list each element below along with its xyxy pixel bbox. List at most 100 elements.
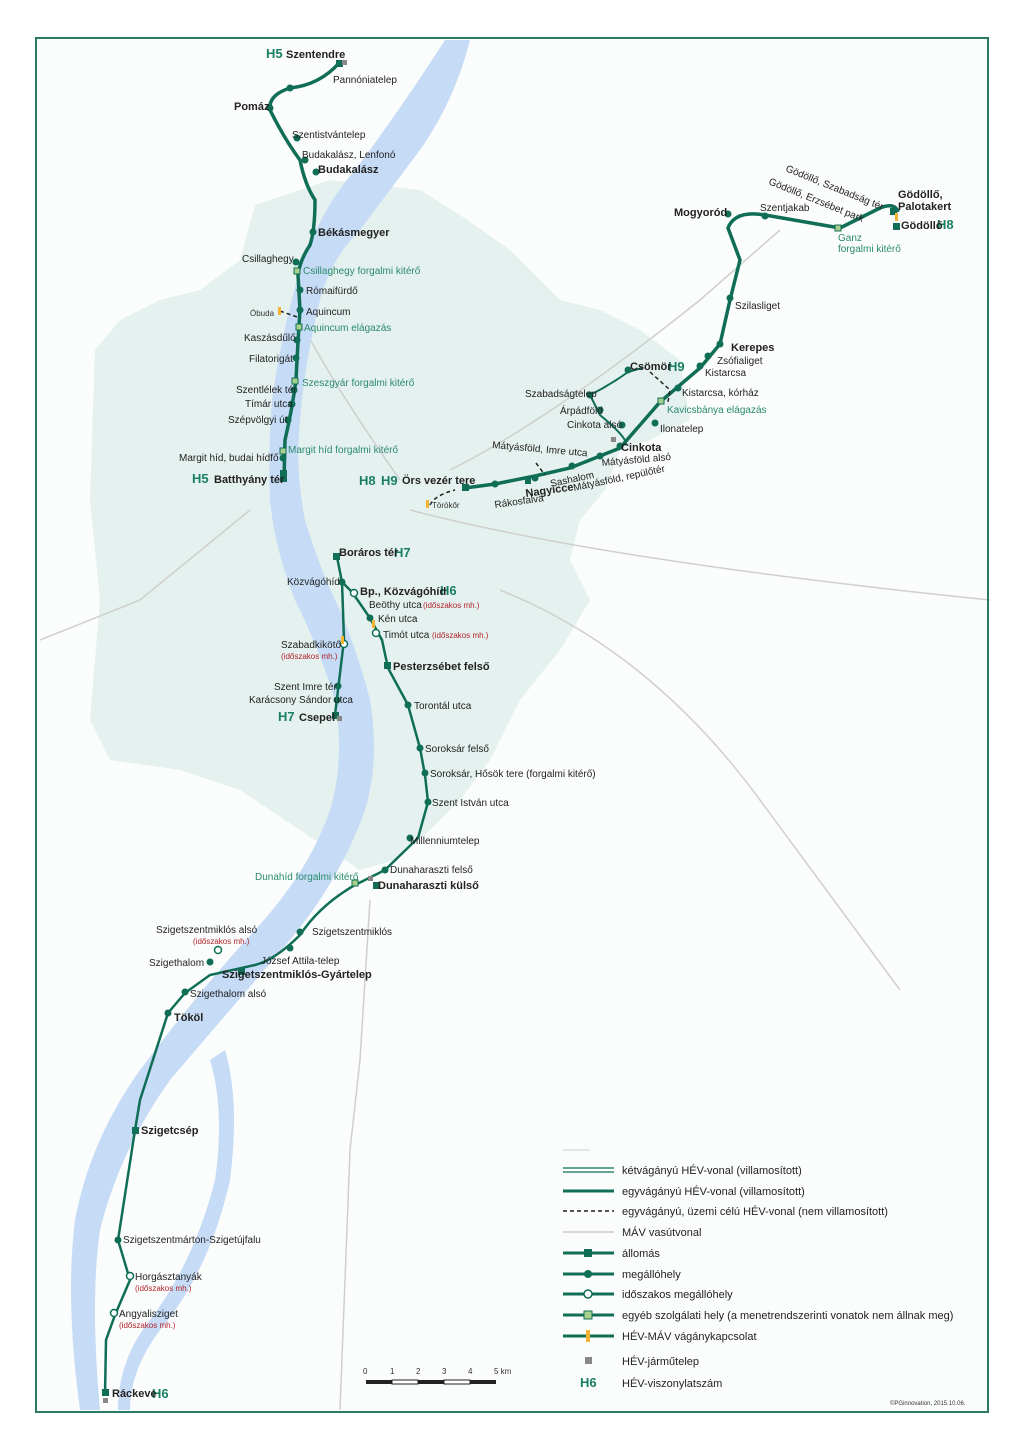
periodic-stop-markers [109,588,381,1318]
mav-connection-markers [278,213,898,644]
station-zsofialiget: Zsófialiget [717,356,763,367]
station-markers [102,60,900,1396]
station-kavicsbanya: Kavicsbánya elágazás [667,405,767,416]
station-tokol: Tököl [174,1012,203,1024]
line-code-h8-godollo: H8 [937,217,954,232]
legend-label-station: állomás [622,1248,660,1260]
station-szigetcsep: Szigetcsép [141,1125,199,1137]
legend-label-stop: megállóhely [622,1269,681,1281]
station-margit-hid: Margit híd, budai hídfő [179,453,279,464]
station-torontal: Torontál utca [414,701,472,712]
line-code-h8-ors: H8 [359,473,376,488]
scale-tick-1: 1 [390,1367,395,1376]
legend-label-service-point: egyéb szolgálati hely (a menetrendszerin… [622,1310,953,1322]
station-csepel: Csepel [299,712,335,724]
station-mogyorod: Mogyoród [674,207,727,219]
line-code-h5-top: H5 [266,46,283,61]
station-torokor: Törökőr [432,501,460,510]
station-pesterzsebet: Pesterzsébet felső [393,661,490,673]
station-horgasztanyak: Horgásztanyák [135,1272,203,1283]
depot-markers [103,60,616,1403]
station-szigetszentmiklos-also-note: (időszakos mh.) [193,937,250,946]
station-szigetszentmarton: Szigetszentmárton-Szigetújfalu [123,1235,261,1246]
station-aquincum-elagazas: Aquincum elágazás [304,323,391,334]
station-beothy-note: (időszakos mh.) [423,601,480,610]
station-jozsef-attila: József Attila-telep [261,956,340,967]
station-szigetszentmiklos-also: Szigetszentmiklós alsó [156,925,258,936]
station-szent-istvan: Szent István utca [432,798,509,809]
station-kistarcsa-korhaz: Kistarcsa, kórház [682,388,759,399]
legend-label-line-number: HÉV-viszonylatszám [622,1377,722,1390]
line-code-h6-rackeve: H6 [152,1386,169,1401]
station-ilonatelep: Ilonatelep [660,424,704,435]
station-cinkota: Cinkota [621,442,662,454]
station-boraros: Boráros tér [339,547,399,559]
station-romaifurdo: Rómaifürdő [306,286,358,297]
station-ganz-2: forgalmi kitérő [838,244,901,255]
station-szabadkikoto: Szabadkikötő [281,640,341,651]
station-bp-kozvagohid: Bp., Közvágóhíd [360,586,446,598]
station-millenniumtelep: Millenniumtelep [410,836,480,847]
station-pannoniatelep: Pannóniatelep [333,75,397,86]
legend-label-depot: HÉV-járműtelep [622,1355,699,1368]
budapest-area [90,180,690,870]
scale-tick-0: 0 [363,1367,368,1376]
station-ors-vezer: Örs vezér tere [402,474,475,487]
line-code-h7-boraros: H7 [394,545,411,560]
legend-label-double: kétvágányú HÉV-vonal (villamosított) [622,1164,802,1177]
scale-bar: 0 1 2 3 4 5 km [363,1367,512,1385]
station-kistarcsa: Kistarcsa [705,368,747,379]
station-timot: Timót utca [383,630,430,641]
station-szentlelek: Szentlélek tér [236,385,297,396]
station-ken: Kén utca [378,614,418,625]
station-soroksar-felso: Soroksár felső [425,744,489,755]
legend-label-mav: MÁV vasútvonal [622,1226,701,1239]
station-szentendre: Szentendre [286,49,345,61]
station-kozvagohid: Közvágóhíd [287,577,340,588]
station-szeszgyar: Szeszgyár forgalmi kitérő [302,378,415,389]
station-pomaz: Pomáz [234,101,270,113]
station-obuda: Óbuda [250,309,275,318]
legend-code-sample: H6 [580,1375,597,1390]
station-godollo-palotakert-2: Palotakert [898,201,952,213]
station-kaszasdulo: Kaszásdűlő [244,333,296,344]
legend: H6 kétvágányú HÉV-vonal (villamosított) … [563,1149,953,1390]
station-timar: Tímár utca [245,399,293,410]
scale-tick-2: 2 [416,1367,421,1376]
line-code-h9-ors: H9 [381,473,398,488]
station-rackeve: Ráckeve [112,1388,157,1400]
station-beothy: Beöthy utca [369,600,422,611]
map-frame [35,37,989,1413]
station-horgasztanyak-note: (időszakos mh.) [135,1284,192,1293]
line-code-h7-csepel: H7 [278,709,295,724]
line-code-h5-bottom: H5 [192,471,209,486]
station-ganz-1: Ganz [838,233,862,244]
station-batthyany: Batthyány tér [214,474,285,486]
danube-branch [118,1050,234,1410]
service-point-markers [279,224,842,887]
station-szigetszentmiklos: Szigetszentmiklós [312,927,392,938]
station-cinkota-also: Cinkota alsó [567,420,622,431]
h5-line [268,60,342,481]
station-kerepes: Kerepes [731,342,774,354]
station-godollo-palotakert-1: Gödöllő, [898,189,943,201]
station-csomor: Csömör [630,361,672,373]
station-gyartelep: Szigetszentmiklós-Gyártelep [222,969,372,981]
line-code-h9-csomor: H9 [668,359,685,374]
station-angyalisziget-note: (időszakos mh.) [119,1321,176,1330]
station-angyalisziget: Angyalisziget [119,1309,178,1320]
legend-label-connection: HÉV-MÁV vágánykapcsolat [622,1330,757,1343]
danube-river [71,40,470,1410]
legend-label-service-line: egyvágányú, üzemi célú HÉV-vonal (nem vi… [622,1205,888,1218]
station-szabadsagtelep: Szabadságtelep [525,389,597,400]
scale-tick-3: 3 [442,1367,447,1376]
station-szentistvantelep: Szentistvántelep [292,130,366,141]
station-godollo: Gödöllő [901,220,943,232]
station-budakalasz: Budakalász [318,164,379,176]
scale-tick-5: 5 km [494,1367,512,1376]
legend-label-periodic-stop: időszakos megállóhely [622,1289,733,1301]
station-filatorigat: Filatorigát [249,354,293,365]
station-bekasmegyer: Békásmegyer [318,227,390,239]
station-timot-note: (időszakos mh.) [432,631,489,640]
